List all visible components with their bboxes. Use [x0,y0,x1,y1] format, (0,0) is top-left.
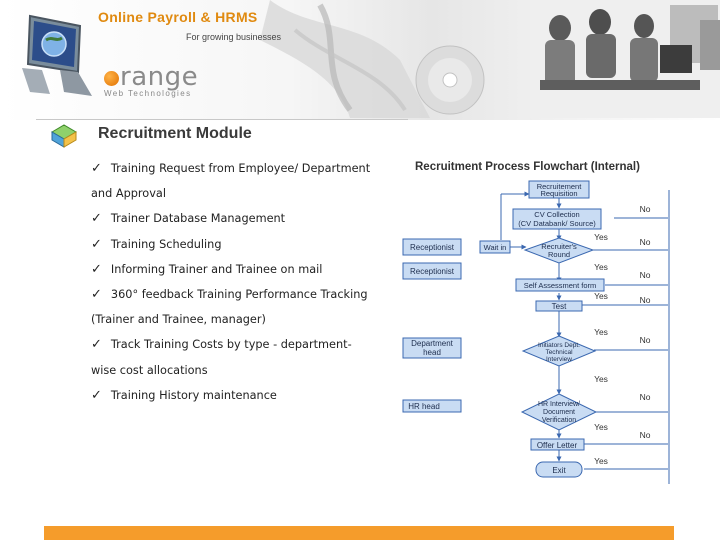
node-text: Receptionist [410,243,455,252]
node-text: HR head [408,402,440,411]
node-text: HR Interview/ [538,401,580,408]
company-logo: range Web Technologies [104,62,198,98]
checkmark-icon: ✓ [91,261,102,277]
no-label: No [640,335,651,345]
node-text: Department [411,339,454,348]
node-text: head [423,348,441,357]
feature-text: Training Scheduling [110,237,222,251]
node-text: Document [543,409,575,416]
header-photo-collage [260,0,720,118]
feature-item: ✓ Training Scheduling [91,232,391,257]
checkmark-icon: ✓ [91,236,102,252]
node-text: Verification [542,417,576,424]
node-text: Initiators Dept. [538,342,580,349]
node-wait-in: Wait in [479,240,511,254]
node-text: Offer Letter [537,441,578,450]
yes-label: Yes [594,456,608,466]
checkmark-icon: ✓ [91,211,102,227]
node-hr-interview: HR Interview/ Document Verification [520,393,598,431]
node-text: Self Assessment form [524,281,597,290]
node-text: Exit [552,466,566,475]
monitor-globe-icon [22,14,92,96]
feature-text: Track Training Costs by type - departmen… [110,338,352,352]
feature-text: Informing Trainer and Trainee on mail [110,262,323,276]
node-receptionist: Receptionist [402,238,462,256]
node-self-assessment: Self Assessment form [515,278,605,292]
yes-label: Yes [594,262,608,272]
no-label: No [640,295,651,305]
section-title: Recruitment Module [98,125,252,142]
app-title: Online Payroll & HRMS [98,9,258,25]
module-cube-icon [51,124,77,148]
node-text: Recruitement [537,182,583,191]
recruitment-flowchart: Recruitment Process Flowchart (Internal)… [402,161,670,484]
feature-text-continued: and Approval [91,187,166,201]
no-label: No [640,392,651,402]
feature-list: ✓ Training Request from Employee/ Departm… [91,156,391,408]
node-cv-collection: CV Collection (CV Databank/ Source) [512,208,602,230]
yes-label: Yes [594,232,608,242]
yes-label: Yes [594,374,608,384]
node-text: Requisition [540,189,577,198]
yes-label: Yes [594,327,608,337]
node-text: CV Collection [534,210,579,219]
node-department-head: Department head [402,337,462,359]
node-receptionist: Receptionist [402,262,462,280]
feature-text: Trainer Database Management [110,212,286,226]
node-text: Round [548,250,570,259]
node-exit: Exit [535,461,583,478]
no-label: No [640,237,651,247]
node-test: Test [535,300,583,312]
feature-text-continued: (Trainer and Trainee, manager) [91,313,266,327]
checkmark-icon: ✓ [91,337,102,353]
checkmark-icon: ✓ [91,387,102,403]
feature-item: ✓ 360° feedback Training Performance Trac… [91,282,391,332]
footer-bar [44,526,674,540]
tagline: For growing businesses [186,32,282,42]
feature-text-continued: wise cost allocations [91,363,208,377]
yes-label: Yes [594,422,608,432]
header-banner: Online Payroll & HRMS For growing busine… [0,0,720,120]
feature-text: 360° feedback Training Performance Track… [110,288,368,302]
no-label: No [640,270,651,280]
feature-item: ✓ Trainer Database Management [91,206,391,231]
flowchart-title: Recruitment Process Flowchart (Internal) [415,161,640,173]
node-text: Test [552,302,567,311]
feature-item: ✓ Training History maintenance [91,383,391,408]
node-text: Recruiter's [541,242,577,251]
feature-item: ✓ Informing Trainer and Trainee on mail [91,257,391,282]
no-label: No [640,204,651,214]
node-offer-letter: Offer Letter [530,438,585,451]
node-text: Technical [545,349,573,356]
node-text: (CV Databank/ Source) [518,219,596,228]
yes-label: Yes [594,291,608,301]
logo-word: range [120,62,199,92]
section-divider [36,119,408,120]
node-hr-head: HR head [402,399,462,413]
feature-text: Training History maintenance [110,388,277,402]
feature-item: ✓ Track Training Costs by type - departme… [91,332,391,382]
logo-orange-dot-icon [104,71,119,86]
logo-subtitle: Web Technologies [104,89,192,98]
node-requisition: Recruitement Requisition [528,180,590,199]
node-text: Receptionist [410,267,455,276]
feature-text: Training Request from Employee/ Departme… [110,162,371,175]
node-text: Wait in [484,243,507,252]
node-text: Interview [546,356,572,363]
checkmark-icon: ✓ [91,287,102,303]
node-technical-interview: Initiators Dept. Technical Interview [521,335,597,367]
no-label: No [640,430,651,440]
checkmark-icon: ✓ [91,161,102,176]
node-recruiter-round: Recruiter's Round [523,237,595,264]
feature-item: ✓ Training Request from Employee/ Departm… [91,156,391,206]
